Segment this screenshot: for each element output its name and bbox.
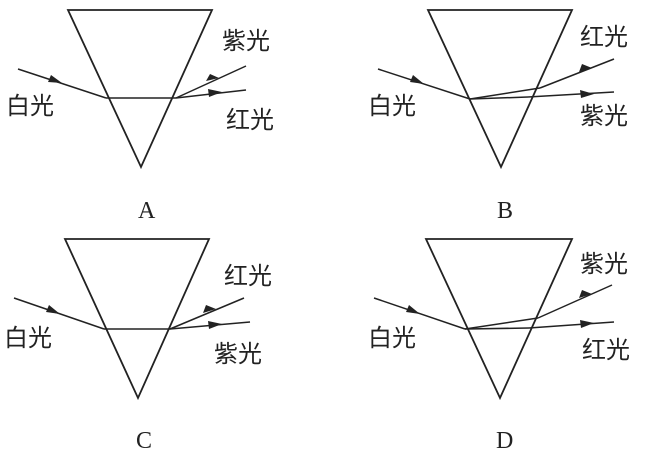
incident-arrowhead — [48, 75, 62, 83]
lower-exit-ray — [528, 321, 615, 329]
lower-exit-ray — [527, 91, 615, 98]
lower-exit-label: 红光 — [226, 106, 274, 134]
lower-exit-label: 紫光 — [580, 102, 628, 130]
refracted-ray-upper — [464, 317, 539, 330]
panel-caption: A — [138, 198, 156, 224]
upper-exit-label: 红光 — [580, 23, 628, 51]
incident-label: 白光 — [4, 324, 52, 352]
panel-caption: B — [497, 198, 513, 224]
incident-arrowhead — [46, 305, 60, 314]
panel-caption: D — [496, 428, 513, 453]
upper-exit-arrowhead — [206, 74, 219, 81]
incident-arrowhead — [410, 75, 424, 84]
prism-triangle — [66, 9, 214, 170]
refracted-ray-lower — [464, 327, 530, 330]
prism-triangle — [426, 9, 574, 170]
lower-exit-arrowhead — [580, 90, 594, 98]
lower-exit-label: 红光 — [582, 336, 630, 364]
panel-b: 白光 红光 紫光 B — [368, 9, 628, 224]
upper-exit-ray — [175, 65, 247, 99]
upper-exit-label: 紫光 — [580, 250, 628, 278]
prism-triangle — [63, 238, 211, 401]
incident-ray — [373, 297, 466, 330]
upper-exit-arrowhead — [579, 64, 592, 72]
lower-exit-arrowhead — [580, 320, 594, 328]
upper-exit-arrowhead — [203, 305, 216, 313]
upper-exit-label: 红光 — [224, 262, 272, 290]
incident-label: 白光 — [368, 324, 416, 352]
lower-exit-arrowhead — [208, 321, 222, 329]
panel-a: 白光 紫光 红光 A — [6, 9, 274, 224]
upper-exit-arrowhead — [579, 290, 592, 298]
upper-exit-ray — [537, 284, 613, 319]
panel-c: 白光 红光 紫光 C — [4, 238, 272, 453]
upper-exit-ray — [539, 58, 615, 89]
upper-exit-ray — [169, 297, 245, 330]
lower-exit-arrowhead — [208, 89, 222, 97]
lower-exit-label: 紫光 — [214, 340, 262, 368]
incident-label: 白光 — [6, 92, 54, 120]
prism-triangle — [424, 238, 574, 401]
incident-ray — [17, 68, 107, 99]
refracted-ray-upper — [469, 87, 541, 100]
upper-exit-label: 紫光 — [222, 27, 270, 55]
incident-label: 白光 — [368, 92, 416, 120]
panel-d: 白光 紫光 红光 D — [368, 238, 630, 453]
refracted-ray-lower — [469, 96, 529, 100]
panel-caption: C — [136, 428, 152, 453]
incident-arrowhead — [406, 305, 420, 314]
